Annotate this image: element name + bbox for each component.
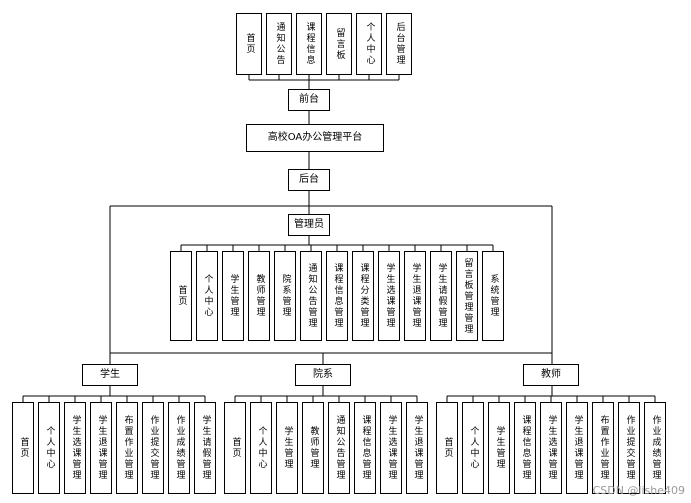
front-module-personal-center: 个人中心 [356, 13, 382, 75]
admin-module-leave-mgmt: 学生请假管理 [430, 251, 452, 341]
front-module-backend: 后台管理 [386, 13, 412, 75]
admin-module-course-info-mgmt: 课程信息管理 [326, 251, 348, 341]
department-module-student-mgmt: 学生管理 [276, 402, 298, 494]
admin-module-course-drop-mgmt: 学生退课管理 [404, 251, 426, 341]
department-module-home: 首页 [224, 402, 246, 494]
teacher-module-course-select: 学生选课管理 [540, 402, 562, 494]
student-module-home: 首页 [12, 402, 34, 494]
student-module-personal-center: 个人中心 [38, 402, 60, 494]
student-module-leave: 学生请假管理 [194, 402, 216, 494]
front-module-message-board: 留言板 [326, 13, 352, 75]
admin-node: 管理员 [288, 214, 330, 236]
teacher-module-home: 首页 [436, 402, 458, 494]
front-module-notice: 通知公告 [266, 13, 292, 75]
front-module-home: 首页 [236, 13, 262, 75]
department-module-teacher-mgmt: 教师管理 [302, 402, 324, 494]
teacher-module-course-info-mgmt: 课程信息管理 [514, 402, 536, 494]
student-module-homework-grade: 作业成绩管理 [168, 402, 190, 494]
admin-module-personal-center: 个人中心 [196, 251, 218, 341]
teacher-module-homework-assign: 布置作业管理 [592, 402, 614, 494]
teacher-module-homework-grade: 作业成绩管理 [644, 402, 666, 494]
front-module-course-info: 课程信息 [296, 13, 322, 75]
admin-module-home: 首页 [170, 251, 192, 341]
student-module-course-select: 学生选课管理 [64, 402, 86, 494]
admin-module-course-select-mgmt: 学生选课管理 [378, 251, 400, 341]
teacher-module-course-drop: 学生退课管理 [566, 402, 588, 494]
back-node: 后台 [288, 169, 330, 191]
teacher-module-student-mgmt: 学生管理 [488, 402, 510, 494]
role-department: 院系 [295, 364, 351, 386]
admin-module-system-mgmt: 系统管理 [482, 251, 504, 341]
admin-module-message-board-mgmt: 留言板管理管理 [456, 251, 478, 341]
front-node: 前台 [288, 89, 330, 111]
department-module-personal-center: 个人中心 [250, 402, 272, 494]
student-module-homework-assign: 布置作业管理 [116, 402, 138, 494]
admin-module-teacher-mgmt: 教师管理 [248, 251, 270, 341]
department-module-course-info-mgmt: 课程信息管理 [354, 402, 376, 494]
student-module-course-drop: 学生退课管理 [90, 402, 112, 494]
admin-module-student-mgmt: 学生管理 [222, 251, 244, 341]
role-teacher: 教师 [523, 364, 579, 386]
teacher-module-personal-center: 个人中心 [462, 402, 484, 494]
teacher-module-homework-submit: 作业提交管理 [618, 402, 640, 494]
platform-node: 高校OA办公管理平台 [246, 124, 384, 152]
admin-module-course-category-mgmt: 课程分类管理 [352, 251, 374, 341]
watermark: CSDN @lishe409 [592, 484, 685, 497]
role-student: 学生 [82, 364, 138, 386]
admin-module-department-mgmt: 院系管理 [274, 251, 296, 341]
department-module-course-select: 学生选课管理 [380, 402, 402, 494]
admin-module-notice-mgmt: 通知公告管理 [300, 251, 322, 341]
department-module-notice-mgmt: 通知公告管理 [328, 402, 350, 494]
student-module-homework-submit: 作业提交管理 [142, 402, 164, 494]
department-module-course-drop: 学生退课管理 [406, 402, 428, 494]
